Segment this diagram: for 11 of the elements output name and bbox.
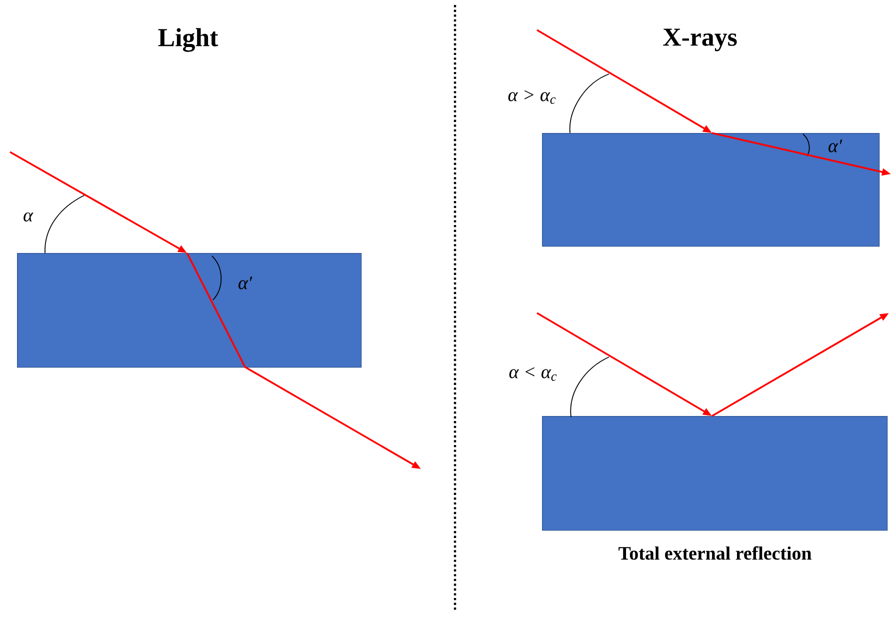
angle-label: α xyxy=(24,212,34,222)
panel-heading: X-rays xyxy=(663,28,737,52)
block xyxy=(542,133,880,247)
block xyxy=(542,416,888,531)
angle-label: α′ xyxy=(828,140,842,152)
angle-label: α′ xyxy=(238,276,252,290)
block xyxy=(17,253,362,368)
angle-label: α > α$_{c}$ xyxy=(508,90,556,104)
panel-heading: Light xyxy=(158,28,218,52)
angle-label: α < α$_{c}$ xyxy=(509,367,557,381)
caption-text: Total external reflection xyxy=(618,546,812,560)
